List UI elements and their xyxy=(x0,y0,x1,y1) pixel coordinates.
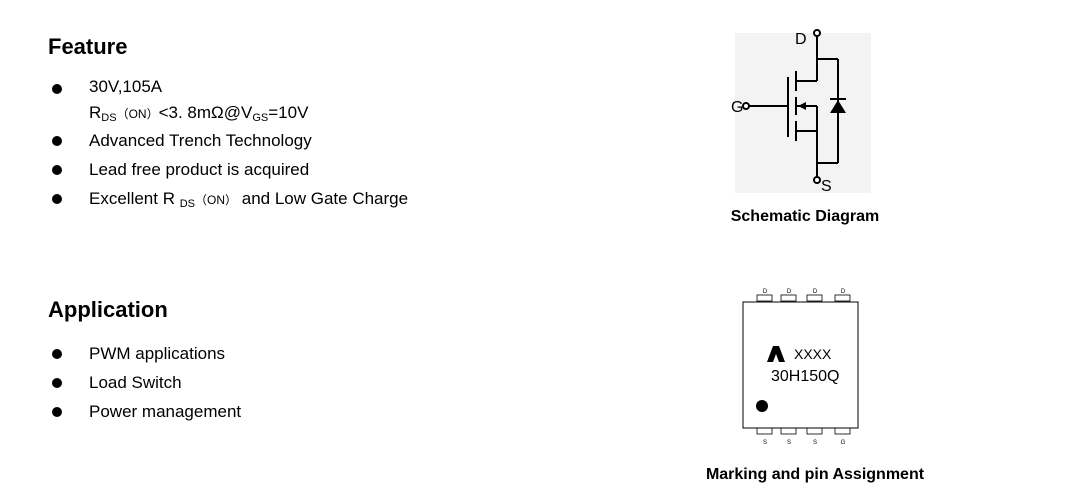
vgs-value: =10V xyxy=(268,103,309,122)
mosfet-schematic: D G S xyxy=(731,29,871,195)
drain-label: D xyxy=(795,31,807,48)
schematic-background xyxy=(735,33,871,193)
pin-label: D xyxy=(763,289,768,295)
source-terminal xyxy=(813,176,821,184)
pin-label: S xyxy=(763,440,767,446)
body-arrow-icon xyxy=(798,102,806,110)
bullet-icon xyxy=(52,349,62,359)
pin-pad xyxy=(806,427,823,435)
list-item: RDS（ON）<3. 8mΩ@VGS=10V xyxy=(49,100,408,126)
pin-pad xyxy=(834,294,851,302)
pin-pad xyxy=(756,294,773,302)
marking-line-2: 30H150Q xyxy=(771,368,840,385)
application-item-text: PWM applications xyxy=(89,344,226,363)
bullet-icon xyxy=(52,407,62,417)
pin-pad xyxy=(806,294,823,302)
list-item: 30V,105A xyxy=(49,74,408,100)
feature-item-text: Lead free product is acquired xyxy=(89,160,310,179)
pin-label: S xyxy=(787,440,791,446)
list-item: Excellent R DS（ON） and Low Gate Charge xyxy=(49,184,408,213)
drain-terminal xyxy=(813,29,821,37)
diode-triangle-icon xyxy=(830,100,846,113)
application-item-text: Load Switch xyxy=(89,373,182,392)
pin-label: G xyxy=(841,440,846,446)
application-item-text: Power management xyxy=(89,402,242,421)
rds-prefix: R xyxy=(89,103,102,122)
pin-pad xyxy=(780,294,797,302)
rds-value: <3. 8mΩ@V xyxy=(158,103,253,122)
list-item: Power management xyxy=(49,397,241,426)
brand-logo-icon xyxy=(767,346,785,362)
feature-item-text: Advanced Trench Technology xyxy=(89,131,312,150)
bullet-icon xyxy=(52,84,62,94)
list-item: PWM applications xyxy=(49,339,241,368)
application-heading: Application xyxy=(48,297,168,322)
pin-pad xyxy=(780,427,797,435)
excellent-prefix: Excellent R xyxy=(89,189,175,208)
bullet-icon xyxy=(52,378,62,388)
application-list: PWM applications Load Switch Power manag… xyxy=(49,339,241,426)
list-item: Lead free product is acquired xyxy=(49,155,408,184)
marking-caption: Marking and pin Assignment xyxy=(705,466,925,483)
gate-terminal xyxy=(742,102,750,110)
rds-on-label: （ON） xyxy=(116,107,159,121)
feature-list: 30V,105A RDS（ON）<3. 8mΩ@VGS=10V Advanced… xyxy=(49,74,408,213)
bullet-icon xyxy=(52,194,62,204)
bullet-icon xyxy=(52,165,62,175)
rds-on-label: （ON） xyxy=(195,193,238,207)
package-marking: D D D D 8 7 6 5 1 2 3 4 S S S G XXXX 30H… xyxy=(742,289,859,446)
pin-label: D xyxy=(813,289,818,295)
spec-voltage-current: 30V,105A xyxy=(89,77,163,96)
marking-line-1: XXXX xyxy=(794,346,832,362)
bullet-icon xyxy=(52,136,62,146)
vgs-subscript: GS xyxy=(252,112,269,124)
source-label: S xyxy=(821,178,832,195)
excellent-suffix: and Low Gate Charge xyxy=(241,189,409,208)
pin-pad xyxy=(834,427,851,435)
rds-subscript: DS xyxy=(179,198,195,210)
pin1-indicator-icon xyxy=(756,400,768,412)
list-item: Load Switch xyxy=(49,368,241,397)
gate-label: G xyxy=(731,99,743,116)
rds-subscript: DS xyxy=(101,112,117,124)
pin-label: S xyxy=(813,440,817,446)
pin-label: D xyxy=(841,289,846,295)
list-item: Advanced Trench Technology xyxy=(49,126,408,155)
pin-pad xyxy=(756,427,773,435)
schematic-caption: Schematic Diagram xyxy=(730,208,880,225)
feature-heading: Feature xyxy=(48,34,128,59)
pin-label: D xyxy=(787,289,792,295)
